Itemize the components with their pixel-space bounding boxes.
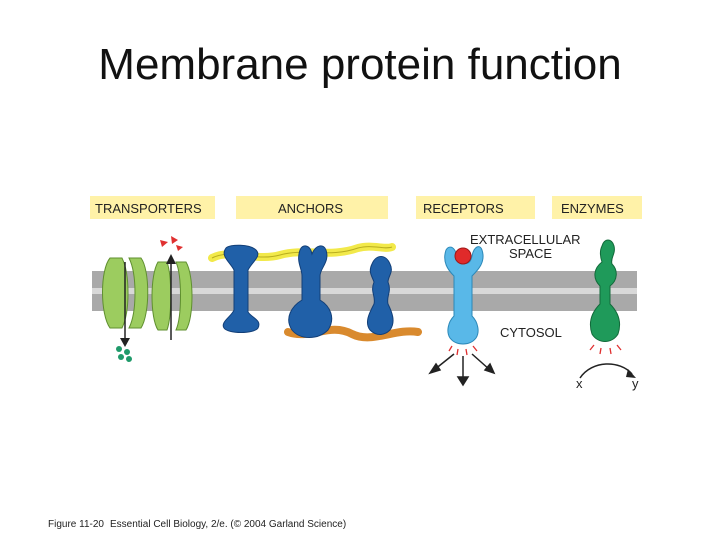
green-solutes-icon	[116, 346, 132, 362]
channel-arrow-head	[120, 338, 130, 347]
transporters-label: TRANSPORTERS	[95, 201, 202, 216]
product-label: y	[632, 376, 639, 391]
reaction-arrow	[579, 363, 633, 379]
ligand-icon	[454, 247, 472, 265]
caption-text: Essential Cell Biology, 2/e. (© 2004 Gar…	[109, 519, 347, 530]
substrate-label: x	[576, 376, 583, 391]
receptor-signal-rays	[448, 345, 478, 356]
anchors-label: ANCHORS	[278, 201, 343, 216]
extracellular-label: EXTRACELLULAR	[470, 232, 581, 247]
space-label: SPACE	[509, 246, 552, 261]
reaction-arrow-head	[626, 369, 636, 378]
anchor-protein-1	[222, 244, 260, 333]
figure-number: Figure 11-20	[48, 519, 104, 530]
receptors-label-box	[416, 196, 535, 219]
anchors-label-box	[236, 196, 388, 219]
enzyme-protein	[589, 239, 621, 342]
anchor-protein-3	[367, 256, 394, 335]
receptors-label: RECEPTORS	[423, 201, 504, 216]
transporter-carrier	[151, 261, 193, 331]
anchor-protein-2	[288, 245, 333, 338]
enzyme-activity-rays	[589, 344, 622, 355]
figure-caption: Figure 11-20 Essential Cell Biology, 2/e.…	[48, 519, 346, 530]
carrier-arrow-head	[166, 254, 176, 264]
enzymes-label-box	[552, 196, 642, 219]
lipid-bilayer	[92, 271, 637, 311]
signal-arrows	[428, 353, 496, 387]
transporters-label-box	[90, 196, 215, 219]
cytosol-label: CYTOSOL	[500, 325, 562, 340]
red-solutes-icon	[160, 236, 183, 251]
slide-title: Membrane protein function	[98, 40, 622, 89]
enzymes-label: ENZYMES	[561, 201, 624, 216]
transporter-channel	[102, 257, 149, 329]
